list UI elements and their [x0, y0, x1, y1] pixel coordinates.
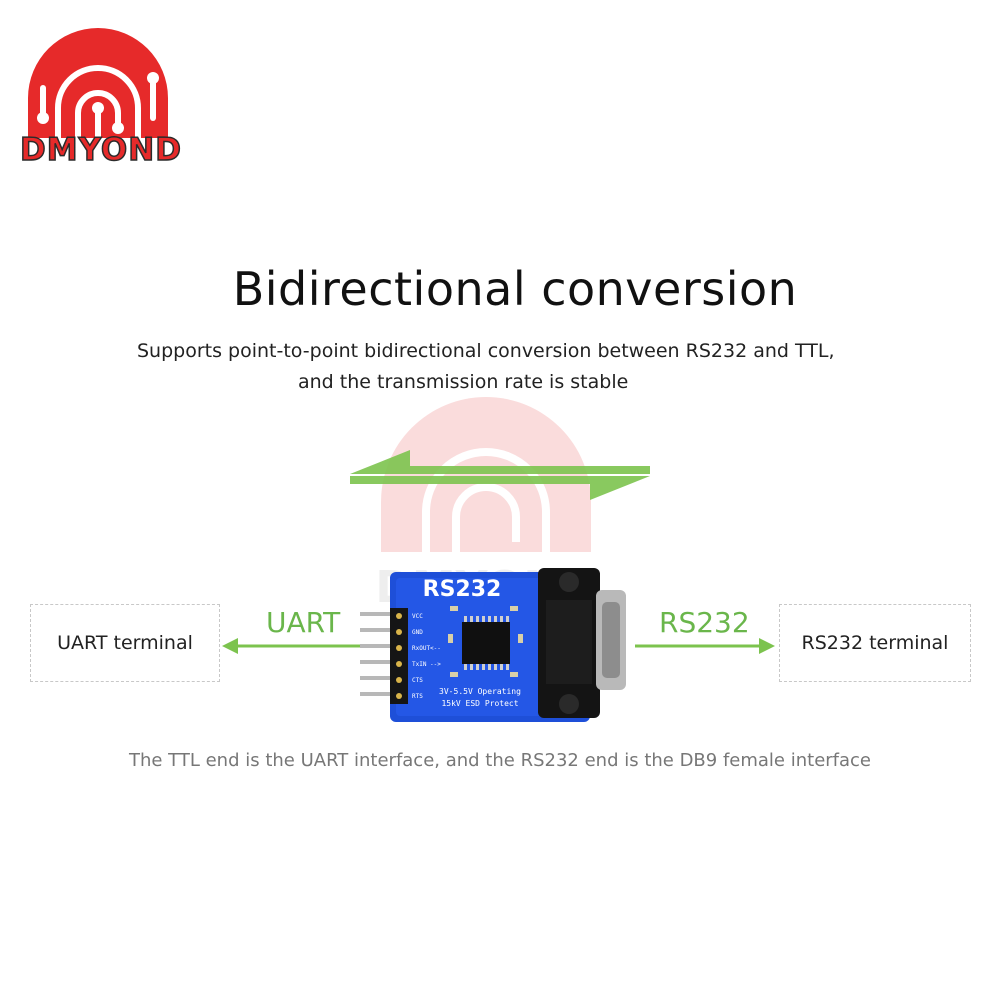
brand-logo [28, 28, 168, 141]
board-text-esd: 15kV ESD Protect [441, 699, 518, 708]
caption: The TTL end is the UART interface, and t… [128, 750, 872, 771]
right-arrow-icon [635, 638, 775, 654]
uart-terminal-box: UART terminal [30, 604, 220, 682]
pin-label: GND [412, 629, 423, 636]
uart-link-label: UART [266, 606, 341, 639]
board-title: RS232 [423, 577, 502, 602]
rs232-link-label: RS232 [659, 606, 750, 639]
pin-label: TxIN --> [412, 661, 441, 668]
pin-label: CTS [412, 677, 423, 684]
uart-terminal-label: UART terminal [57, 632, 193, 654]
brand-name: DMYOND [19, 131, 182, 169]
rs232-terminal-label: RS232 terminal [801, 632, 949, 654]
page-title: Bidirectional conversion [232, 262, 798, 316]
pin-label: RTS [412, 693, 423, 700]
subtitle-line-2: and the transmission rate is stable [298, 371, 629, 393]
board-text-operating: 3V-5.5V Operating [439, 687, 521, 696]
pin-label: RxOUT<-- [412, 645, 441, 652]
rs232-terminal-box: RS232 terminal [779, 604, 971, 682]
rs232-module-board: RS232 VCC GND RxOUT<-- TxIN --> CTS RTS … [360, 568, 626, 722]
left-arrow-icon [222, 638, 372, 654]
pin-label: VCC [412, 613, 423, 620]
bidirectional-arrows-icon [350, 450, 650, 500]
subtitle-line-1: Supports point-to-point bidirectional co… [137, 340, 835, 362]
